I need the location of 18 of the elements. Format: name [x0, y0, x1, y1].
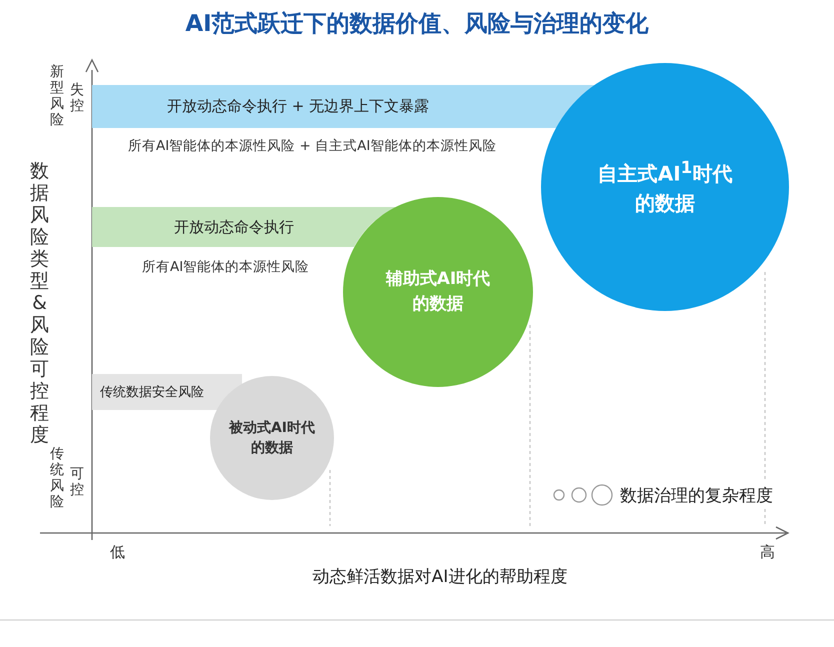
band-label: 开放动态命令执行: [174, 218, 294, 236]
title: AI范式跃迁下的数据价值、风险与治理的变化: [184, 10, 650, 39]
axis-label: 动态鲜活数据对AI进化的帮助程度: [312, 566, 568, 588]
band-label: 开放动态命令执行 + 无边界上下文暴露: [167, 97, 430, 116]
circle-label: 自主式AI$^{1}$时代的数据: [596, 157, 734, 217]
axis-label: 所有AI智能体的本源性风险: [142, 258, 310, 276]
axis-label: 数据风险类型 & 风险可控程度: [30, 160, 49, 446]
axis-label: 可控: [70, 466, 84, 498]
legend-label: 数据治理的复杂程度: [620, 485, 773, 507]
axis-label: 所有AI智能体的本源性风险 + 自主式AI智能体的本源性风险: [128, 137, 496, 155]
axis-label: 低: [110, 543, 125, 562]
axis-label: 高: [760, 543, 775, 562]
circle-label: 辅助式AI时代的数据: [384, 268, 492, 316]
band-label: 传统数据安全风险: [100, 384, 204, 401]
axis-label: 失控: [70, 82, 84, 114]
axis-label: 传统风险: [50, 446, 64, 510]
axis-label: 新型风险: [50, 64, 64, 128]
circle-label: 被动式AI时代的数据: [228, 418, 316, 458]
